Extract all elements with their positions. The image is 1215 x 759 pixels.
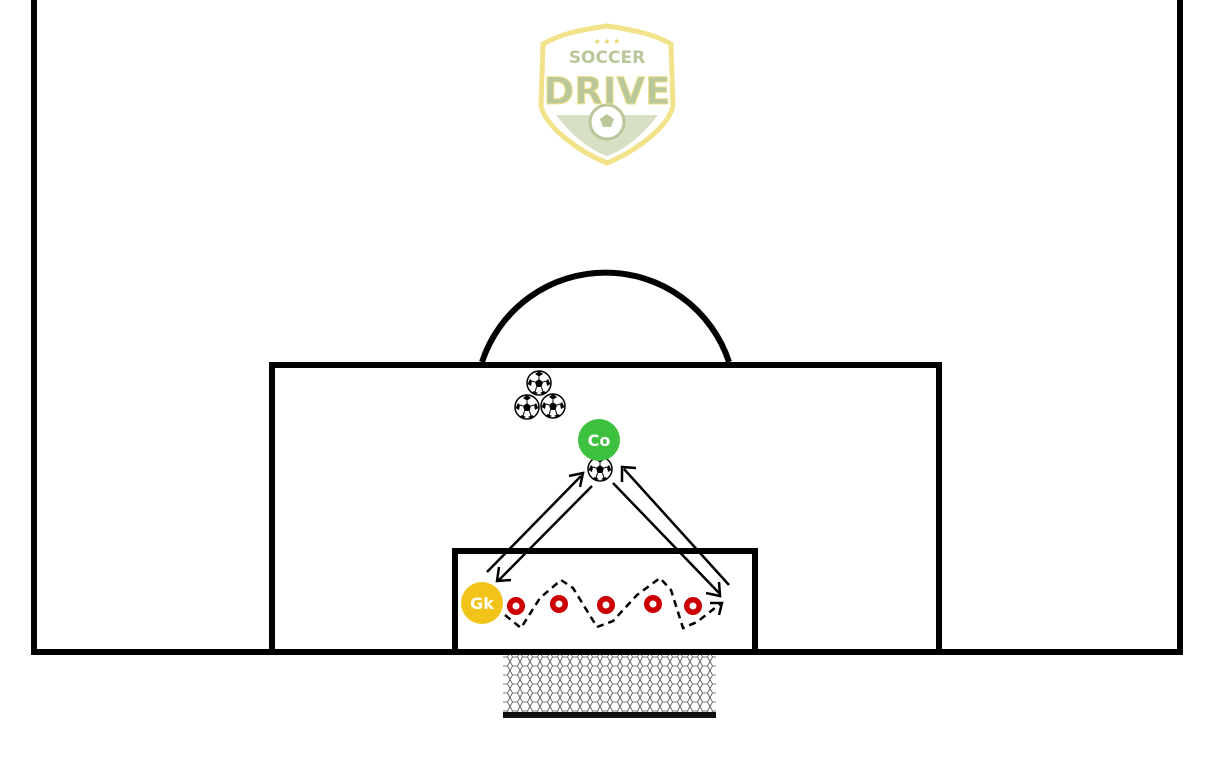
footwork-path	[504, 576, 721, 630]
cone	[507, 597, 525, 615]
cone	[597, 596, 615, 614]
spare-ball	[540, 393, 566, 419]
footwork-arrowhead	[710, 601, 724, 616]
cone	[550, 595, 568, 613]
goalkeeper-marker: Gk	[461, 582, 503, 624]
pass-arrow-from-coach	[612, 482, 722, 598]
goal-net	[503, 655, 716, 718]
cone	[684, 597, 702, 615]
penalty-arc	[479, 269, 732, 363]
pass-arrow-to-coach	[486, 471, 585, 573]
goalkeeper-label: Gk	[470, 594, 494, 613]
soccer-drive-logo: ★ ★ ★ SOCCER DRIVE	[538, 23, 676, 166]
coach-marker: Co	[578, 419, 620, 461]
pass-arrow-to-goalkeeper	[495, 485, 593, 583]
logo-top-text: SOCCER	[569, 48, 645, 68]
pass-arrows	[486, 465, 730, 598]
pitch-lines	[31, 0, 1183, 655]
cone	[644, 595, 662, 613]
ball-pile	[514, 370, 566, 420]
logo-stars: ★ ★ ★	[594, 37, 621, 46]
pass-arrow-back-to-coach	[620, 465, 730, 586]
coach-label: Co	[588, 431, 611, 450]
goal-box	[452, 548, 758, 655]
spare-ball	[514, 394, 540, 420]
spare-ball	[526, 370, 552, 396]
logo-main-text: DRIVE	[544, 70, 671, 113]
